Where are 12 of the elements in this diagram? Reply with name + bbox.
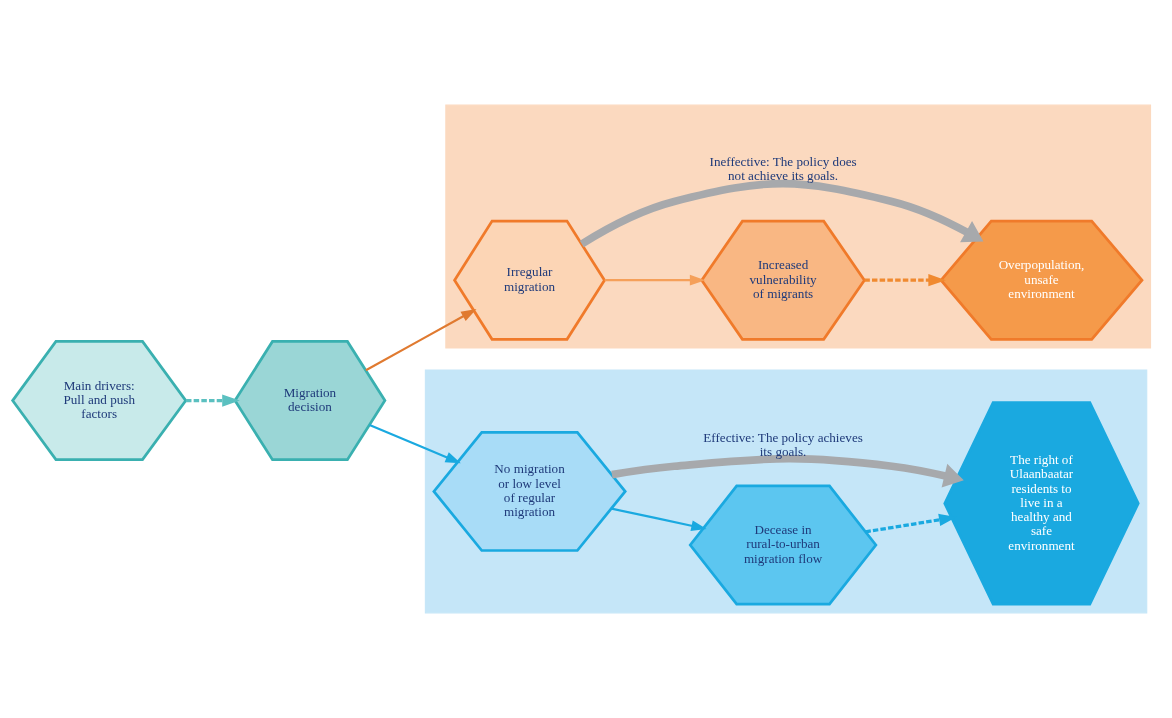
arrow <box>365 308 477 372</box>
edge-label: Ineffective: The policy does not achieve its goals. <box>709 153 857 184</box>
arrow <box>864 274 946 287</box>
cluster <box>445 104 1152 349</box>
arrow <box>369 424 461 464</box>
cluster <box>424 369 1148 614</box>
arrow <box>604 274 706 286</box>
arrow <box>186 394 240 407</box>
edge-label: Effective: The policy achieves its goals. <box>703 429 863 459</box>
arrow <box>611 507 707 531</box>
arrow <box>579 179 984 248</box>
arrow <box>611 454 964 488</box>
